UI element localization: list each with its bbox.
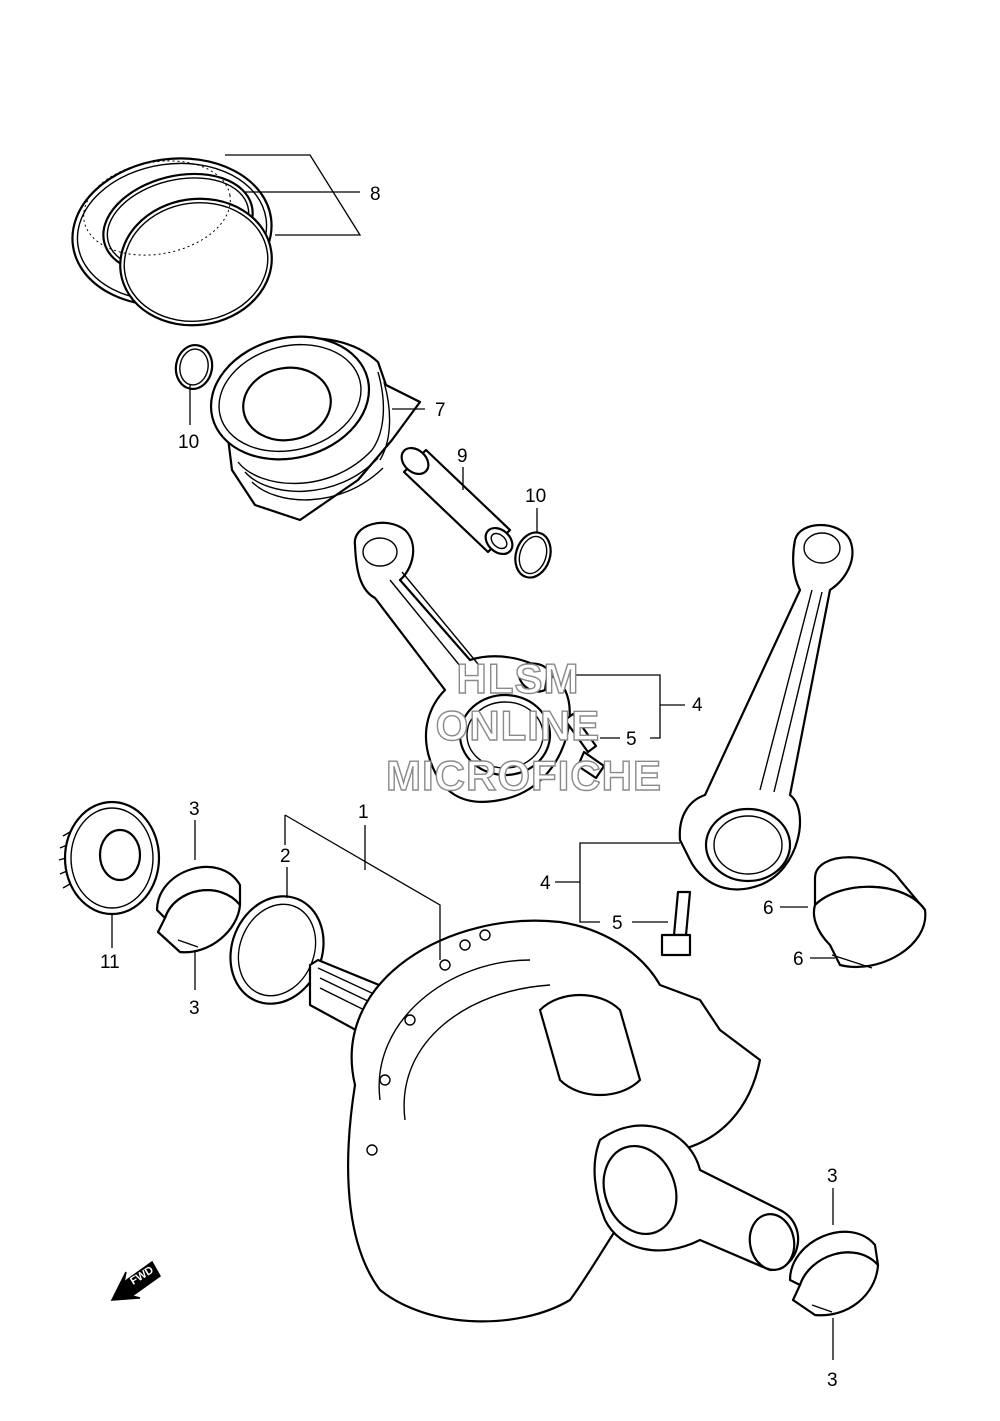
leader-lines — [111, 154, 835, 1360]
watermark-line-2: ONLINE — [436, 702, 601, 749]
callout-3-right-top: 3 — [827, 1166, 838, 1187]
callout-9: 9 — [457, 446, 468, 467]
connecting-rod-left[interactable] — [353, 521, 571, 803]
crankshaft[interactable] — [308, 919, 800, 1323]
watermark-line-1: HLSM — [457, 655, 580, 702]
piston-ring-set[interactable] — [63, 146, 281, 335]
crankshaft-bearing-left-lower[interactable] — [156, 889, 242, 954]
forward-arrow-icon: FWD — [110, 1260, 161, 1301]
callout-10-left: 10 — [178, 432, 199, 453]
callout-4-lower: 4 — [540, 873, 551, 894]
callout-10-right: 10 — [525, 486, 546, 507]
callout-3-left-top: 3 — [189, 799, 200, 820]
callout-5-upper: 5 — [626, 729, 637, 750]
crankshaft-bearing-right-lower[interactable] — [791, 1251, 880, 1317]
piston-pin[interactable] — [396, 443, 517, 559]
callout-11: 11 — [100, 952, 120, 973]
connecting-rod-bolt-left[interactable] — [516, 662, 606, 780]
callout-6-lower: 6 — [793, 949, 804, 970]
callout-6-upper: 6 — [763, 898, 774, 919]
callout-labels: 1 2 3 3 3 3 4 4 5 5 6 6 7 8 9 10 10 11 — [100, 184, 838, 1391]
callout-7: 7 — [435, 400, 446, 421]
primary-drive-gear[interactable] — [58, 800, 161, 916]
callout-8: 8 — [370, 184, 381, 205]
watermark-line-3: MICROFICHE — [386, 752, 662, 799]
watermark: HLSM ONLINE MICROFICHE — [385, 654, 662, 799]
callout-1: 1 — [358, 802, 369, 823]
callout-2: 2 — [280, 846, 291, 867]
callout-3-left-bottom: 3 — [189, 998, 200, 1019]
piston-pin-circlip-right[interactable] — [510, 528, 557, 582]
connecting-rod-right[interactable] — [678, 523, 854, 891]
crankpin-bearing-lower[interactable] — [812, 885, 927, 969]
callout-3-right-bottom: 3 — [827, 1370, 838, 1391]
piston[interactable] — [198, 320, 422, 522]
callout-4-upper: 4 — [692, 695, 703, 716]
piston-pin-circlip-left[interactable] — [172, 342, 215, 392]
callout-5-lower: 5 — [612, 913, 623, 934]
connecting-rod-bolt-right[interactable] — [660, 890, 692, 957]
